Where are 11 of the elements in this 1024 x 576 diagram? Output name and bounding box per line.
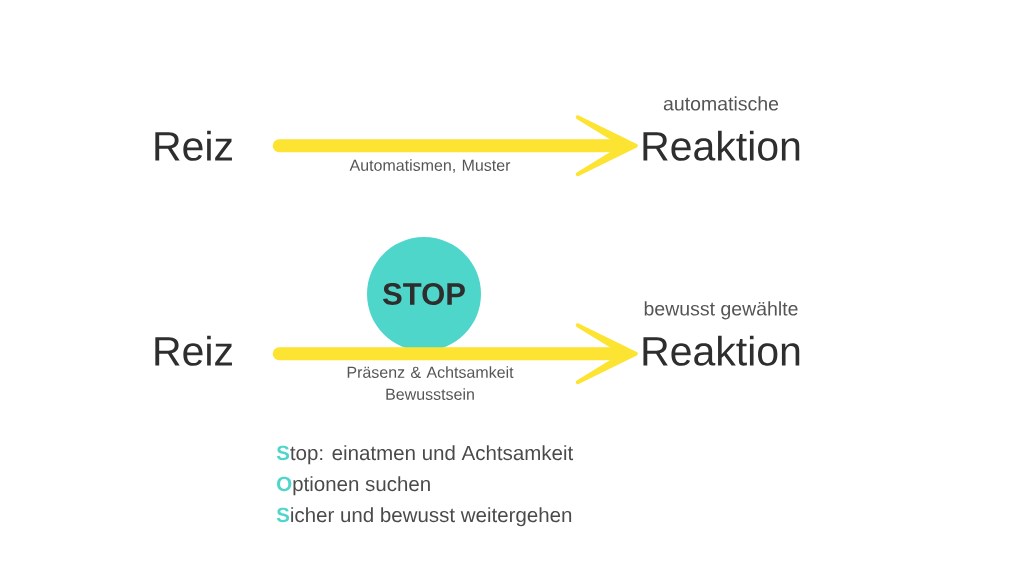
acronym-line: Sicher und bewusst weitergehen: [276, 507, 572, 527]
brush-arrow: [272, 115, 638, 177]
edge-label: Automatismen, Muster: [349, 159, 511, 173]
acronym-line: Optionen suchen: [277, 476, 430, 496]
reaction-label: automatische Reaktion: [643, 96, 800, 161]
brush-arrow: [272, 323, 638, 385]
stimulus-label: Reiz: [155, 335, 232, 366]
reaction-label: bewusst gewählte Reaktion: [643, 301, 800, 366]
acronym-line: Stop: einatmen und Achtsamkeit: [276, 445, 574, 465]
stimulus-label: Reiz: [155, 130, 232, 161]
edge-label: Präsenz & Achtsamkeit Bewusstsein: [347, 366, 514, 400]
